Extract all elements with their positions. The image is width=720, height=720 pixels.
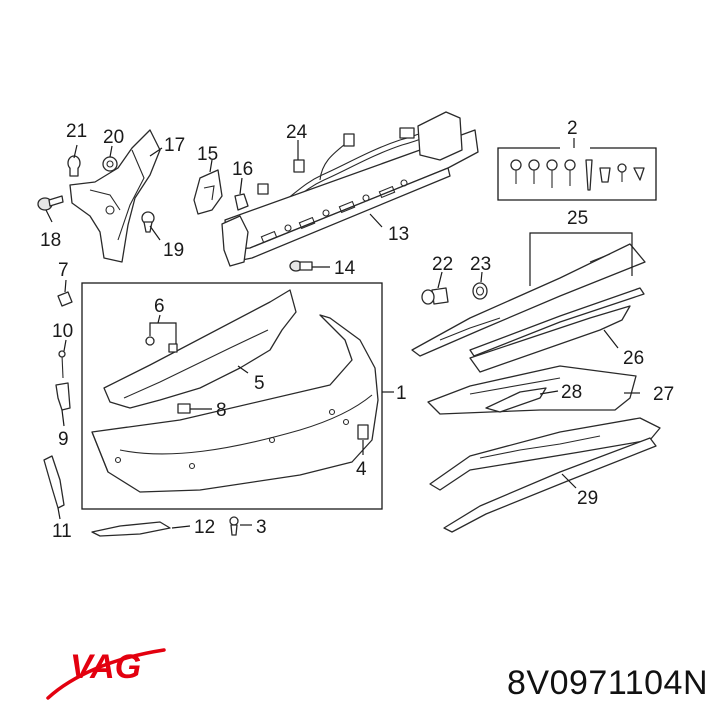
diffuser-25 (411, 243, 646, 357)
svg-text:VAG: VAG (70, 648, 141, 686)
callout-5: 5 (254, 373, 265, 394)
screw-10 (58, 350, 66, 379)
leader-lines (45, 140, 640, 529)
clip-6 (145, 336, 178, 353)
callout-19: 19 (163, 240, 184, 261)
callout-1: 1 (396, 383, 407, 404)
callout-11: 11 (52, 521, 72, 542)
ring-23 (472, 282, 488, 300)
callout-28: 28 (561, 382, 582, 403)
callout-17: 17 (164, 135, 185, 156)
clip-19 (141, 211, 155, 233)
callout-14: 14 (334, 258, 356, 279)
bracket-15 (193, 169, 223, 215)
callout-9: 9 (58, 429, 69, 450)
callout-20: 20 (103, 127, 124, 148)
bolt-14 (289, 260, 313, 272)
callout-18: 18 (40, 230, 61, 251)
bolt-3 (229, 516, 239, 536)
callout-15: 15 (197, 144, 218, 165)
nut-20 (102, 156, 118, 172)
callout-13: 13 (388, 224, 409, 245)
bracket-9 (55, 382, 71, 411)
reflector-12 (91, 521, 171, 537)
callout-4: 4 (356, 459, 367, 480)
trim-strip-11 (43, 455, 65, 509)
lower-trim (429, 417, 661, 491)
bumper-cover-box (81, 282, 394, 510)
callout-25: 25 (567, 208, 588, 229)
callout-10: 10 (52, 321, 73, 342)
bolt-18 (37, 195, 64, 211)
callout-26: 26 (623, 348, 644, 369)
clip-7 (57, 291, 73, 307)
vag-logo: VAG (46, 648, 166, 700)
reinforcement-13 (221, 111, 479, 267)
callout-2: 2 (567, 118, 578, 139)
callout-7: 7 (58, 260, 69, 281)
clip-16 (234, 193, 249, 211)
trim-strip-26 (469, 287, 645, 373)
callout-labels: 21 20 17 18 19 15 16 24 13 14 2 25 22 23… (40, 118, 674, 542)
callout-22: 22 (432, 254, 453, 275)
sensor-22 (421, 287, 449, 305)
hardware-kit-box (497, 138, 657, 201)
sensor-4 (357, 424, 369, 440)
side-bracket-17 (69, 129, 161, 263)
clip-21 (67, 155, 81, 177)
callout-8: 8 (216, 400, 227, 421)
callout-27: 27 (653, 384, 674, 405)
callout-16: 16 (232, 159, 253, 180)
callout-6: 6 (154, 296, 165, 317)
trim-strip-29 (443, 437, 657, 533)
callout-3: 3 (256, 517, 267, 538)
bracket-8 (177, 403, 191, 414)
callout-21: 21 (66, 121, 87, 142)
part-number: 8V0971104N (507, 664, 708, 702)
callout-23: 23 (470, 254, 491, 275)
bumper-guide-5 (103, 289, 297, 409)
callout-12: 12 (194, 517, 215, 538)
bumper-cover-1 (91, 314, 379, 493)
callout-29: 29 (577, 488, 598, 509)
screw-set (510, 159, 645, 191)
callout-24: 24 (286, 122, 308, 143)
